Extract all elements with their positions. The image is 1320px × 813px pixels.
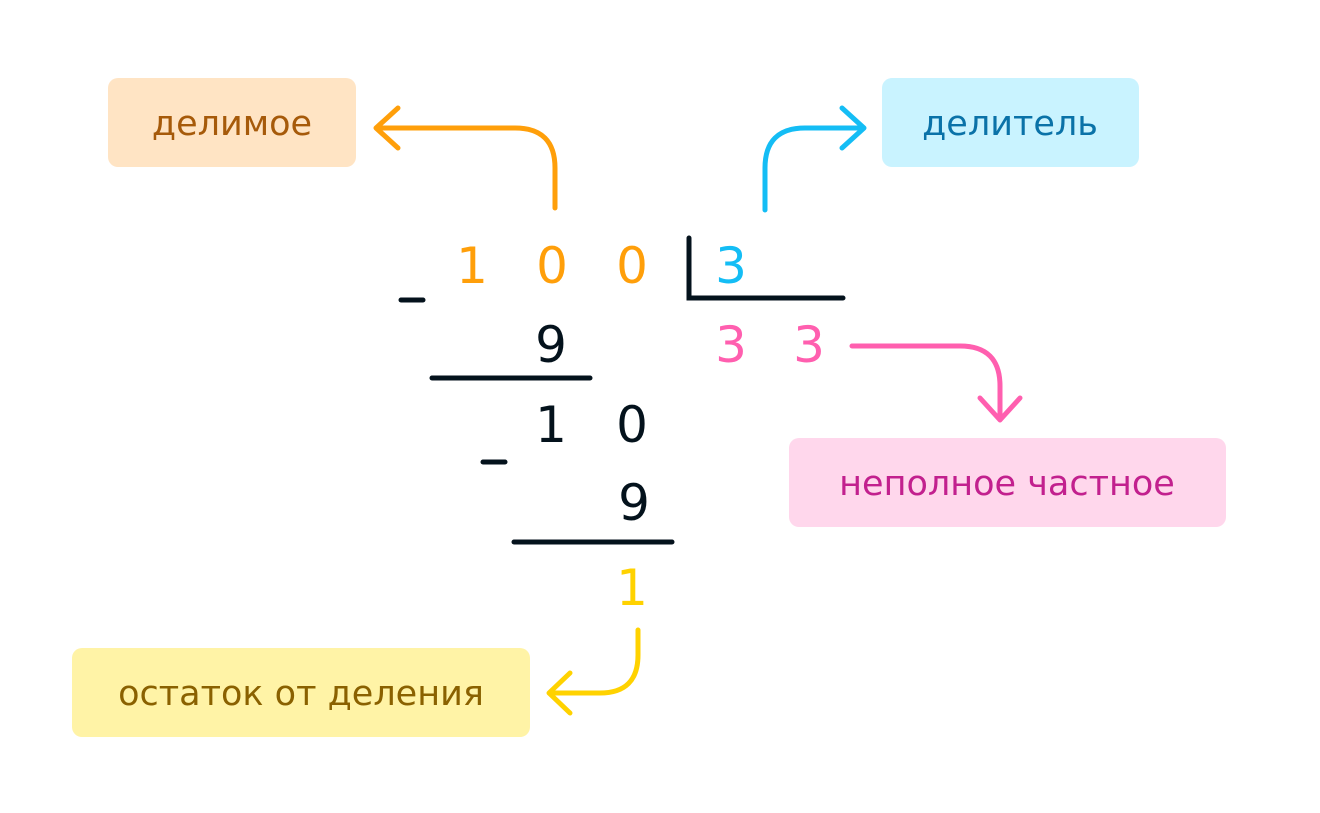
dividend-label: делимое [108,78,356,167]
step1-subtrahend: 9 [535,316,567,374]
remainder-label: остаток от деления [72,648,530,737]
divisor-label: делитель [882,78,1139,167]
step2-subtrahend: 9 [618,474,650,532]
quotient-digit: 3 [715,316,747,374]
remainder-arrow-icon [546,627,641,716]
quotient-arrow-icon [849,343,1023,423]
quotient-label-text: неполное частное [839,464,1175,504]
dividend-arrow-icon [373,105,558,211]
quotient-label: неполное частное [789,438,1226,527]
division-bracket [686,235,846,301]
quotient-digit: 3 [793,316,825,374]
step2-minuend-digit: 0 [616,396,648,454]
remainder-label-text: остаток от деления [118,674,484,714]
step2-minuend-digit: 1 [535,396,567,454]
dividend-digit: 0 [536,237,568,295]
dividend-digit: 0 [616,237,648,295]
divisor-label-text: делитель [922,104,1098,144]
divisor-arrow-icon [762,105,867,213]
dividend-digit: 1 [456,237,488,295]
dividend-label-text: делимое [152,104,312,144]
remainder-digit: 1 [616,559,648,617]
divisor-digit: 3 [715,237,747,295]
